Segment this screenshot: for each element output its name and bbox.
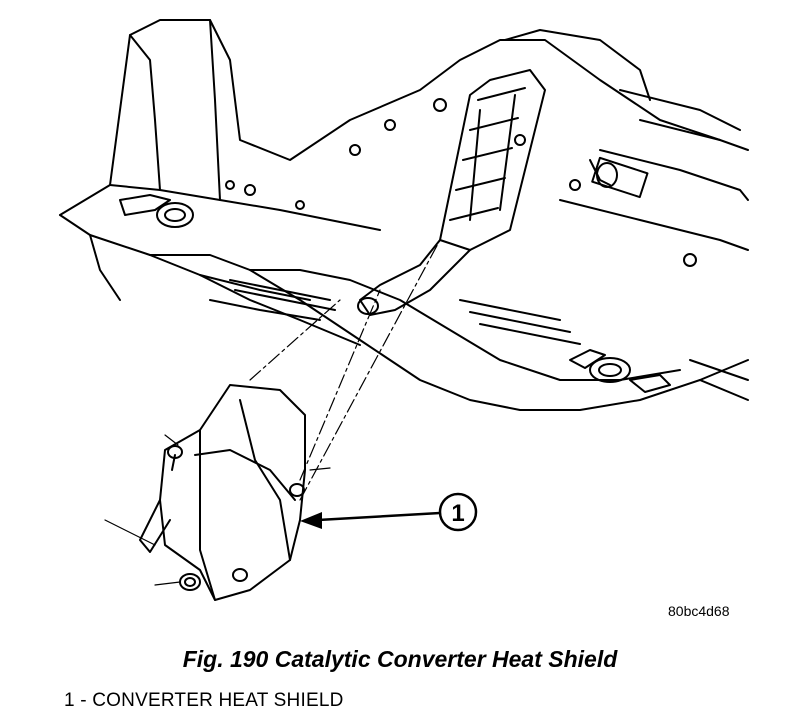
heat-shield-diagram: 1 <box>59 19 749 601</box>
catalytic-converter <box>357 69 546 316</box>
heat-shield-part <box>139 384 306 601</box>
callout-legend-item: 1 - CONVERTER HEAT SHIELD <box>64 690 344 711</box>
callout-1: 1 <box>300 492 478 532</box>
vehicle-underbody <box>59 19 749 411</box>
leader-lines <box>104 434 331 586</box>
figure-caption: Fig. 190 Catalytic Converter Heat Shield <box>182 646 618 672</box>
image-code: 80bc4d68 <box>668 603 730 619</box>
installation-lines <box>249 239 441 501</box>
callout-1-number: 1 <box>451 500 464 527</box>
